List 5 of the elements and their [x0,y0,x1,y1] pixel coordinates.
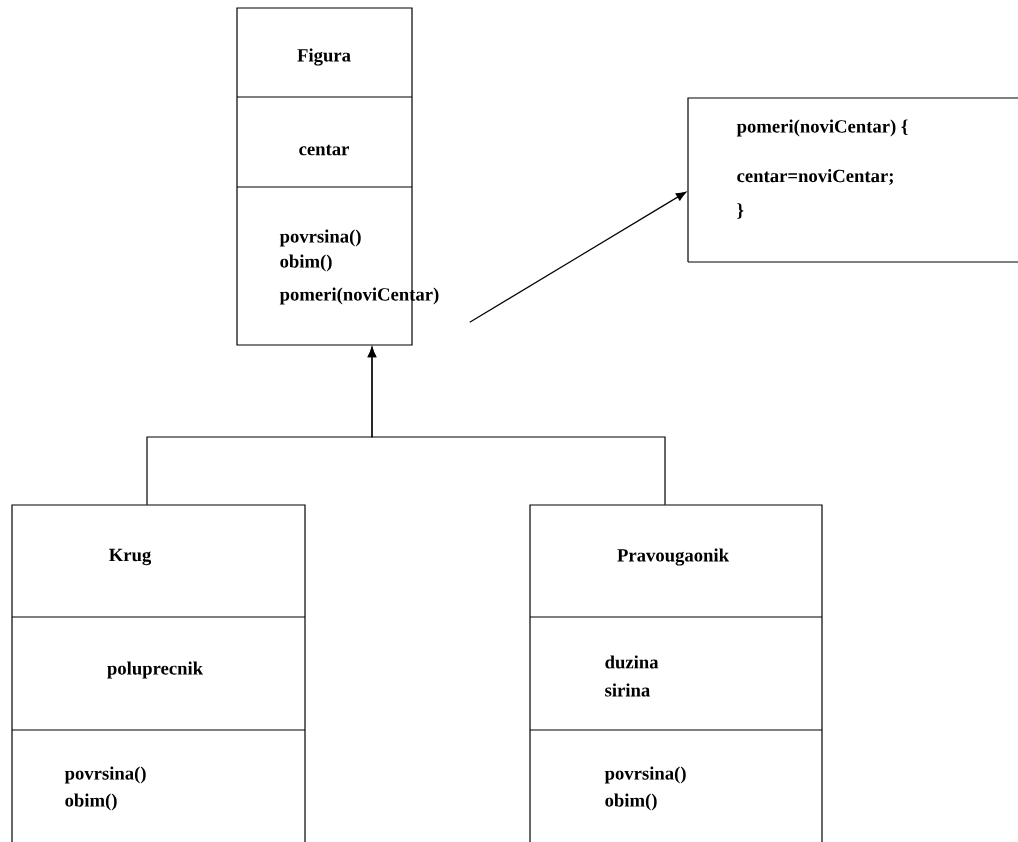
class-box: Krug poluprecnik povrsina() obim() [11,504,306,842]
arrow [469,191,687,323]
note-box: pomeri(noviCentar) { centar=noviCentar; } [687,97,1018,263]
class-box: Pravougaonik duzina sirina povrsina() obim() [529,504,823,842]
arrow [367,347,666,506]
